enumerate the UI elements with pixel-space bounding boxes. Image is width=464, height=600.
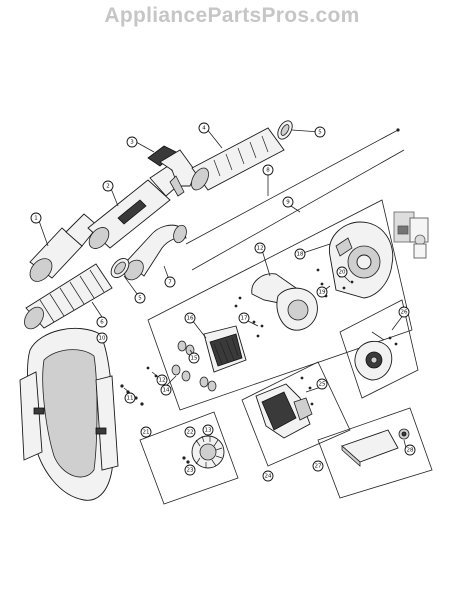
part-blower-housing [329,221,394,299]
part-engine-duct [251,273,318,331]
callout-3: 3 [126,136,138,148]
callout-label: 13 [205,427,212,433]
callout-12: 12 [254,242,266,254]
callout-label: 16 [187,315,194,321]
callout-6: 6 [96,316,108,328]
callout-label: 7 [168,279,172,285]
callout-label: 25 [319,381,326,387]
callout-9: 9 [282,196,294,208]
callout-16: 16 [184,312,196,324]
callout-5: 5 [134,292,146,304]
part-handle [147,145,197,197]
site-watermark: AppliancePartsPros.com [104,4,360,27]
part-backpack-frame [19,327,119,501]
callout-26: 26 [398,306,410,318]
callout-label: 3 [130,139,134,145]
callout-label: 28 [407,447,414,453]
callout-28: 28 [404,444,416,456]
callout-23: 23 [184,464,196,476]
callout-label: 12 [159,377,166,383]
callout-label: 2 [106,183,110,189]
callout-label: 14 [163,387,170,393]
callout-24: 24 [262,470,274,482]
callout-label: 1 [34,215,38,221]
callout-label: 5 [318,129,322,135]
callout-label: 9 [286,199,290,205]
callout-12: 12 [156,374,168,386]
callout-19: 19 [316,286,328,298]
callout-label: 22 [187,429,194,435]
callout-label: 17 [241,315,248,321]
callout-10: 10 [96,332,108,344]
engine-assembly-box [147,199,413,411]
callout-label: 18 [297,251,304,257]
callout-label: 23 [187,467,194,473]
callout-13: 13 [202,424,214,436]
callout-label: 27 [315,463,322,469]
callout-label: 11 [127,395,134,401]
callout-21: 21 [140,426,152,438]
callout-label: 20 [339,269,346,275]
flywheel-box [139,411,239,505]
callout-label: 5 [138,295,142,301]
callout-7: 7 [164,276,176,288]
part-flex-hose [24,263,113,330]
part-elbow [124,224,187,281]
callout-label: 26 [401,309,408,315]
part-long-rod [185,128,400,245]
callout-8: 8 [262,164,274,176]
callout-27: 27 [312,460,324,472]
callout-5: 5 [314,126,326,138]
callout-15: 15 [188,352,200,364]
callout-1: 1 [30,212,42,224]
callout-22: 22 [184,426,196,438]
fuel-tank-box [317,407,433,499]
callout-label: 19 [319,289,326,295]
part-fan-cover [203,325,247,373]
part-clamp-ring-top [277,120,293,140]
callout-label: 6 [100,319,104,325]
callout-label: 24 [265,473,272,479]
callout-label: 12 [257,245,264,251]
callout-18: 18 [294,248,306,260]
callout-label: 15 [191,355,198,361]
callout-label: 4 [202,125,206,131]
callout-label: 8 [266,167,270,173]
callout-label: 10 [99,335,106,341]
callout-14: 14 [160,384,172,396]
callout-label: 21 [143,429,150,435]
part-clamp-ring-lower [110,257,130,279]
carburetor-box [241,361,351,467]
callout-20: 20 [336,266,348,278]
callout-25: 25 [316,378,328,390]
recoil-box [339,299,419,399]
callout-11: 11 [124,392,136,404]
part-ribbed-tube [191,127,285,191]
callout-4: 4 [198,122,210,134]
part-cable [191,149,405,271]
callout-17: 17 [238,312,250,324]
engine-reference-sketch [393,211,429,259]
part-end-tube [29,213,99,282]
callout-2: 2 [102,180,114,192]
